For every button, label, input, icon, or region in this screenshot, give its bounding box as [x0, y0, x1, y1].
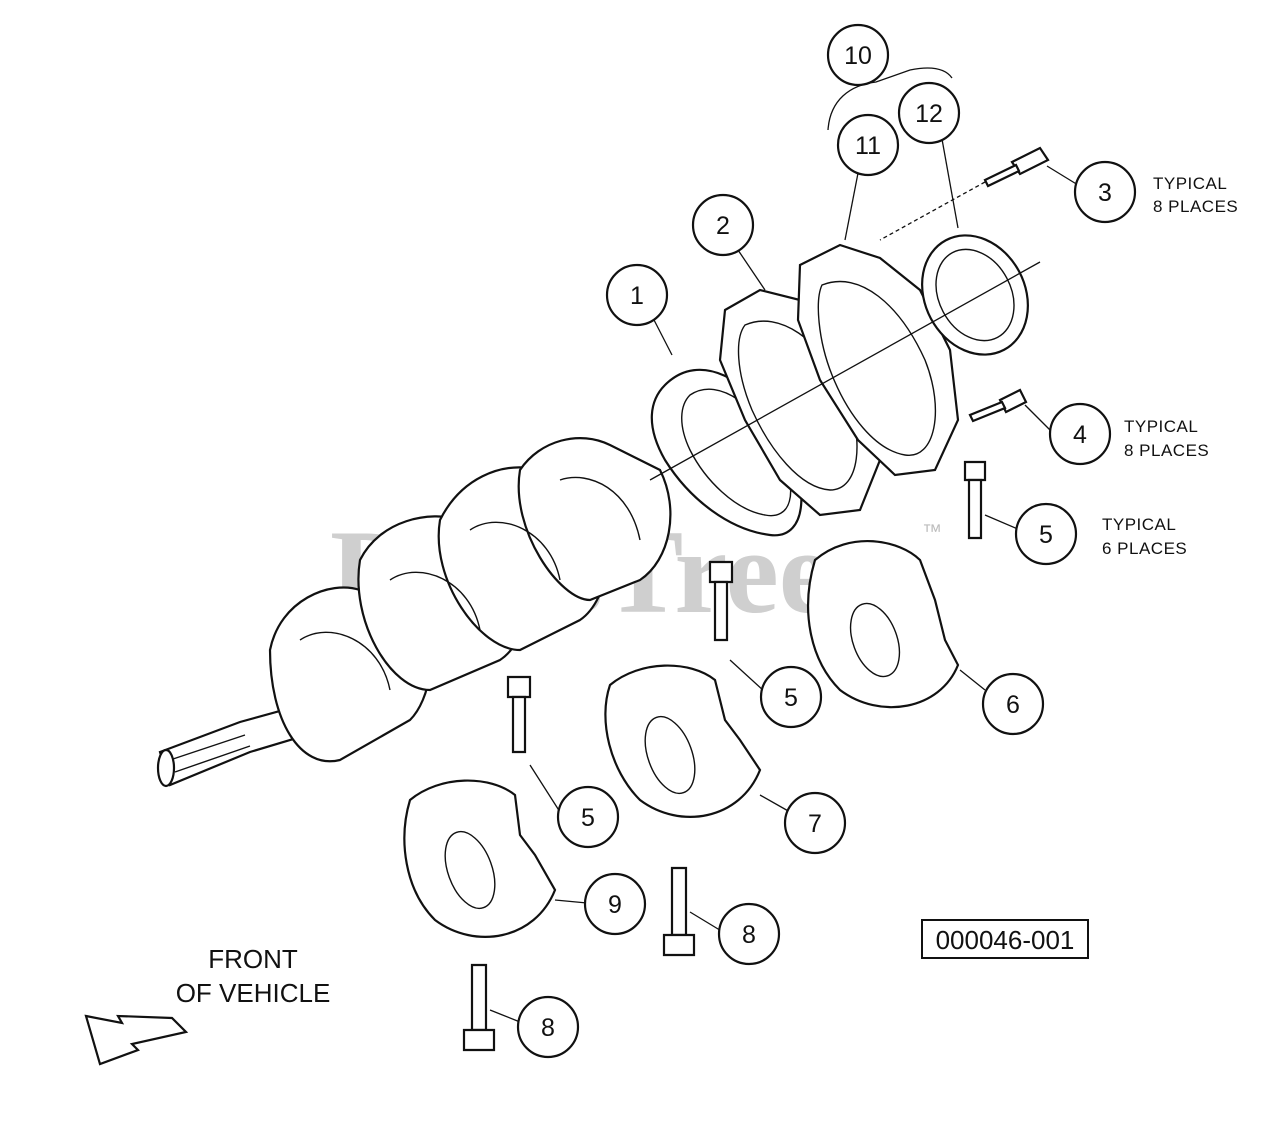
- crankshaft: [156, 437, 672, 788]
- callout-11-label: 11: [855, 132, 881, 160]
- callout-9-label: 9: [608, 891, 622, 919]
- part-9-bearing-cap: [403, 779, 557, 938]
- note-5-line1: TYPICAL: [1102, 515, 1176, 534]
- leader-lines: [489, 67, 1079, 1023]
- callout-5-c[interactable]: 5: [556, 785, 620, 849]
- callout-9[interactable]: 9: [583, 872, 647, 936]
- callout-6-label: 6: [1006, 691, 1020, 719]
- callout-1-label: 1: [630, 282, 644, 310]
- front-label-line2: OF VEHICLE: [176, 978, 331, 1008]
- callout-3-label: 3: [1098, 179, 1112, 207]
- callout-10[interactable]: 10: [826, 23, 890, 87]
- callout-2-label: 2: [716, 212, 730, 240]
- drawing-number-box: 000046-001: [921, 919, 1089, 959]
- drawing-number: 000046-001: [936, 925, 1075, 955]
- part-7-bearing-cap: [604, 664, 762, 818]
- callout-3[interactable]: 3: [1073, 160, 1137, 224]
- callout-2[interactable]: 2: [691, 193, 755, 257]
- note-3-line2: 8 PLACES: [1153, 197, 1238, 216]
- callout-5-b[interactable]: 5: [759, 665, 823, 729]
- part-8-bolt-a: [662, 866, 696, 957]
- note-3-line1: TYPICAL: [1153, 174, 1227, 193]
- callout-7-label: 7: [808, 810, 822, 838]
- part-8-bolt-b: [462, 963, 496, 1052]
- part-5-bolt-b: [708, 560, 734, 642]
- part-4-bolt: [968, 388, 1028, 423]
- callout-12[interactable]: 12: [897, 81, 961, 145]
- callout-12-label: 12: [915, 100, 943, 128]
- part-6-bearing-cap: [807, 540, 960, 709]
- callout-8a-label: 8: [742, 921, 756, 949]
- part-5-bolt-a: [963, 460, 987, 540]
- callout-5b-label: 5: [784, 684, 798, 712]
- note-5-line2: 6 PLACES: [1102, 539, 1187, 558]
- callout-5-a[interactable]: 5: [1014, 502, 1078, 566]
- callout-11[interactable]: 11: [836, 113, 900, 177]
- callout-4[interactable]: 4: [1048, 402, 1112, 466]
- callout-8-b[interactable]: 8: [516, 995, 580, 1059]
- callout-5a-label: 5: [1039, 521, 1053, 549]
- callout-7[interactable]: 7: [783, 791, 847, 855]
- watermark-trademark: ™: [922, 521, 942, 543]
- part-5-bolt-c: [506, 675, 532, 754]
- front-arrow-icon: [84, 1014, 189, 1066]
- part-3-bolt: [879, 146, 1050, 241]
- callout-5c-label: 5: [581, 804, 595, 832]
- callout-4-label: 4: [1073, 421, 1087, 449]
- note-4-line2: 8 PLACES: [1124, 441, 1209, 460]
- note-4-line1: TYPICAL: [1124, 417, 1198, 436]
- callout-10-label: 10: [844, 42, 872, 70]
- part-12-seal: [921, 234, 1029, 356]
- callout-1[interactable]: 1: [605, 263, 669, 327]
- callout-8b-label: 8: [541, 1014, 555, 1042]
- front-label-line1: FRONT: [208, 944, 298, 974]
- callout-6[interactable]: 6: [981, 672, 1045, 736]
- part-11-housing: [796, 243, 960, 477]
- callout-8-a[interactable]: 8: [717, 902, 781, 966]
